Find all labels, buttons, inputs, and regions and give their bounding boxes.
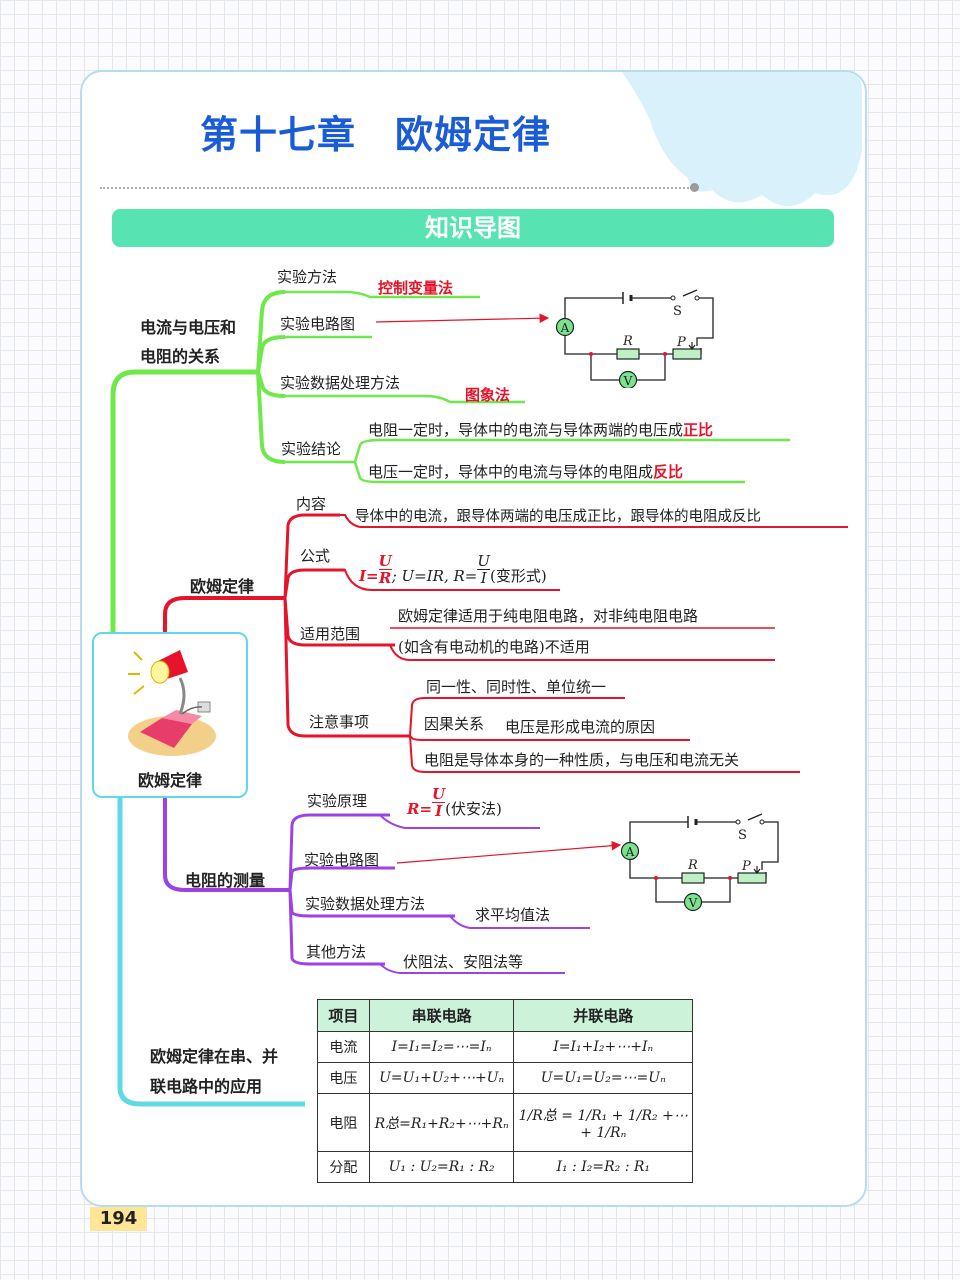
desk-lamp-icon <box>128 650 216 756</box>
chapter-title: 第十七章 欧姆定律 <box>200 113 552 157</box>
ammeter-icon <box>555 317 575 337</box>
divider-dot <box>690 183 699 192</box>
scope-line-1: 欧姆定律适用于纯电阻电路，对非纯电阻电路 <box>398 607 699 625</box>
note-2-label: 因果关系 <box>424 715 485 733</box>
table-row: 电流 I=I₁=I₂=⋯=Iₙ I=I₁+I₂+⋯+Iₙ <box>317 1031 693 1063</box>
ammeter-icon-2 <box>620 841 640 861</box>
data-method-value-1: 图象法 <box>465 386 511 404</box>
page-number: 194 <box>90 1207 147 1231</box>
center-node-label: 欧姆定律 <box>137 771 202 790</box>
circuit-diagram-1: S A R P V <box>555 289 714 388</box>
table-row: 电压 U=U₁+U₂+⋯+Uₙ U=U₁=U₂=⋯=Uₙ <box>317 1062 693 1094</box>
svg-text:P: P <box>676 335 686 350</box>
circuit-label-2: 实验电路图 <box>304 851 380 869</box>
voltmeter-icon <box>618 370 638 388</box>
circuit-label-1: 实验电路图 <box>280 315 356 333</box>
data-method-value-2: 求平均值法 <box>475 906 551 924</box>
branch4-title-line2: 联电路中的应用 <box>150 1077 263 1096</box>
resistor-icon-2 <box>681 872 705 884</box>
header-series: 串联电路 <box>368 999 515 1032</box>
svg-text:A: A <box>625 845 635 859</box>
branch3-title: 电阻的测量 <box>185 871 266 890</box>
voltmeter-icon-2 <box>683 892 703 912</box>
content-label: 内容 <box>296 495 327 513</box>
notes-label: 注意事项 <box>309 713 370 731</box>
data-method-label-1: 实验数据处理方法 <box>280 374 401 392</box>
svg-text:A: A <box>560 321 570 335</box>
branch2-title: 欧姆定律 <box>190 577 255 596</box>
circuit-diagram-2: S A R P V <box>620 813 779 912</box>
table-header: 项目 串联电路 并联电路 <box>317 999 693 1032</box>
conclusion-1: 电阻一定时，导体中的电流与导体两端的电压成正比 <box>368 421 714 439</box>
principle-label: 实验原理 <box>307 792 368 810</box>
rheostat-icon-2 <box>737 872 767 884</box>
conclusion-2: 电压一定时，导体中的电流与导体的电阻成反比 <box>368 463 684 481</box>
header-parallel: 并联电路 <box>513 999 693 1032</box>
circuit-rules-table: 项目 串联电路 并联电路 电流 I=I₁=I₂=⋯=Iₙ I=I₁+I₂+⋯+I… <box>317 999 693 1183</box>
note-1: 同一性、同时性、单位统一 <box>426 678 607 696</box>
header-item: 项目 <box>317 999 370 1032</box>
branch1-title-line1: 电流与电压和 <box>140 318 237 337</box>
other-label: 其他方法 <box>306 943 367 961</box>
content-text: 导体中的电流，跟导体两端的电压成正比，跟导体的电阻成反比 <box>355 509 761 525</box>
resistor-icon <box>616 348 640 360</box>
switch-label-2: S <box>738 828 747 843</box>
other-value: 伏阻法、安阻法等 <box>403 953 524 971</box>
formula-label: 公式 <box>300 547 331 565</box>
method-value: 控制变量法 <box>378 279 454 297</box>
note-3: 电阻是导体本身的一种性质，与电压和电流无关 <box>424 751 740 769</box>
scope-label: 适用范围 <box>300 625 361 643</box>
method-label: 实验方法 <box>277 268 338 286</box>
svg-text:R: R <box>687 858 698 873</box>
svg-text:V: V <box>688 896 698 910</box>
center-node: 欧姆定律 <box>92 632 248 798</box>
switch-label: S <box>673 304 682 319</box>
data-method-label-2: 实验数据处理方法 <box>305 895 426 913</box>
svg-text:R: R <box>622 334 633 349</box>
table-row: 分配 U₁ : U₂=R₁ : R₂ I₁ : I₂=R₂ : R₁ <box>317 1151 693 1183</box>
branch1-title-line2: 电阻的关系 <box>140 347 221 366</box>
note-2: 电压是形成电流的原因 <box>505 718 656 736</box>
svg-text:P: P <box>741 859 751 874</box>
svg-text:V: V <box>623 374 633 388</box>
scope-line-2: (如含有电动机的电路)不适用 <box>398 638 590 656</box>
conclusion-label: 实验结论 <box>281 440 342 458</box>
cloud-decoration <box>622 72 862 207</box>
section-banner: 知识导图 <box>112 209 834 247</box>
table-row: 电阻 R总=R₁+R₂+⋯+Rₙ 1/R总 = 1/R₁ + 1/R₂ +⋯+ … <box>317 1093 693 1152</box>
branch4-title-line1: 欧姆定律在串、并 <box>150 1047 279 1066</box>
rheostat-icon <box>672 348 702 360</box>
dotted-divider <box>100 187 692 189</box>
